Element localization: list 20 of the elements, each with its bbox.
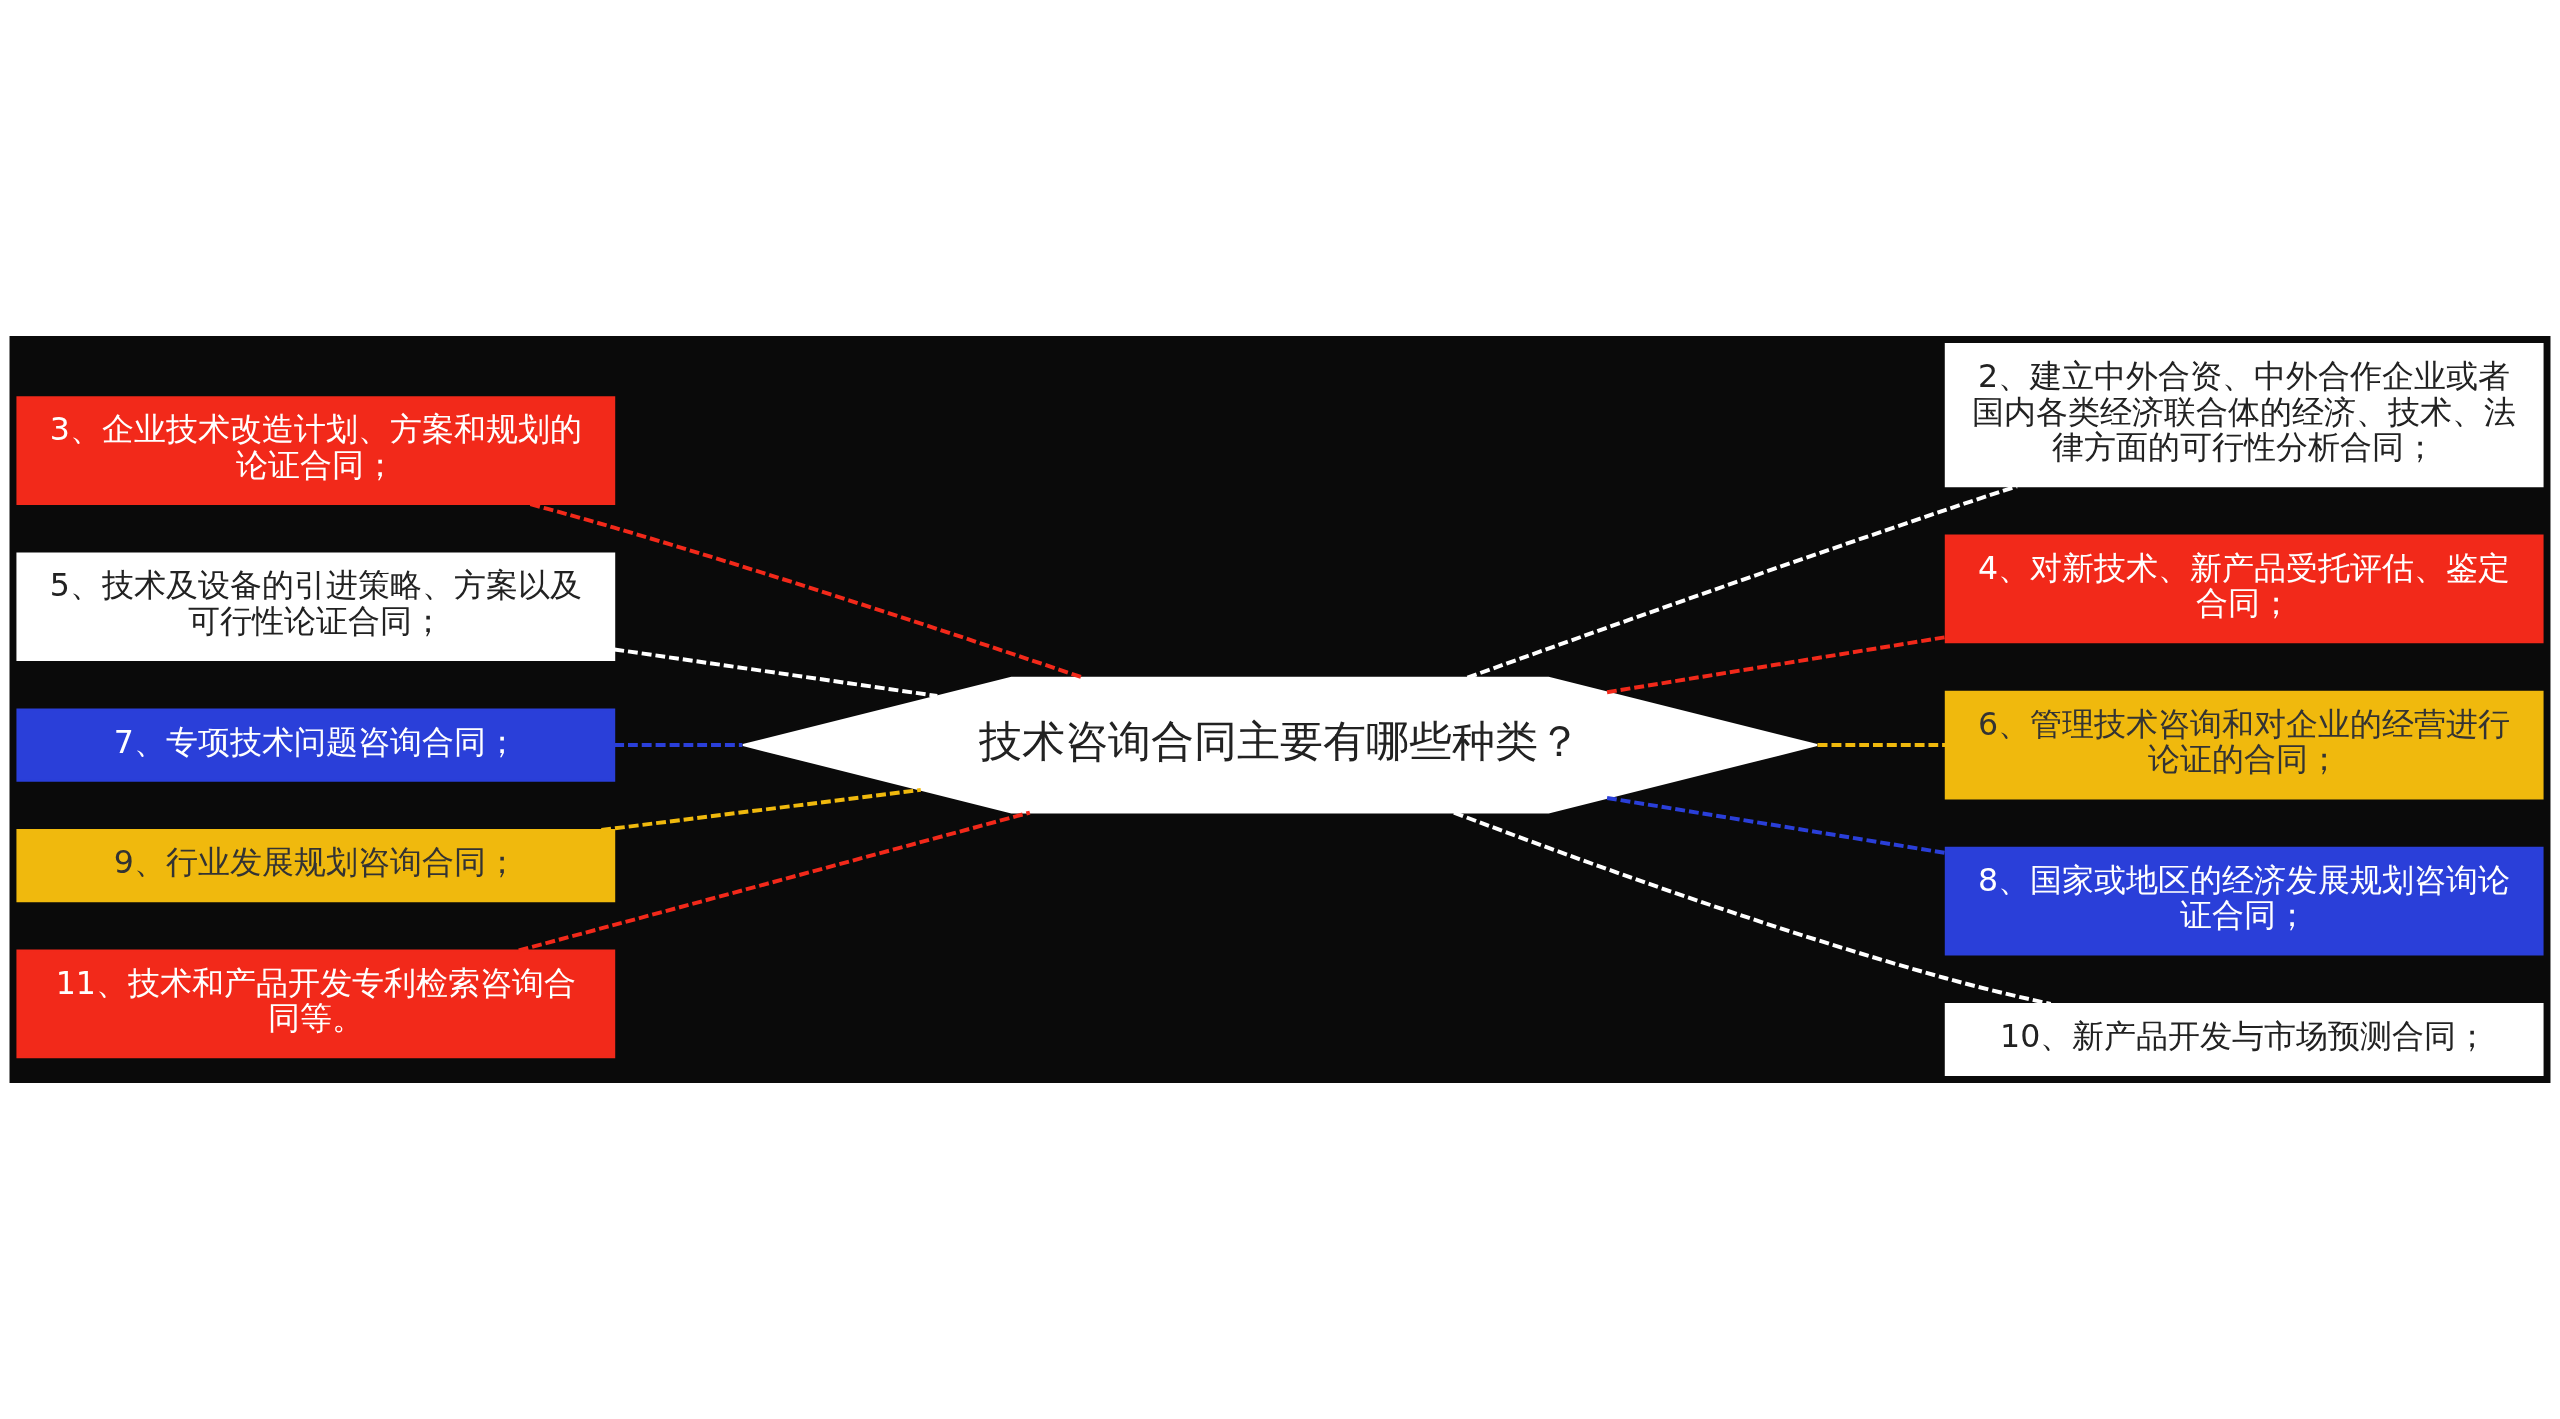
node-box: 2、建立中外合资、中外合作企业或者国内各类经济联合体的经济、技术、法律方面的可行性分析合同；	[1944, 342, 2544, 488]
node-box: 9、行业发展规划咨询合同；	[16, 829, 616, 903]
connector	[1817, 743, 1946, 748]
connector	[1453, 810, 2052, 1006]
node-box: 7、专项技术问题咨询合同；	[16, 708, 616, 782]
node-box: 10、新产品开发与市场预测合同；	[1944, 1002, 2544, 1077]
connector	[529, 502, 1084, 680]
node-box: 8、国家或地区的经济发展规划咨询论证合同；	[1944, 846, 2544, 956]
connector	[1606, 796, 1947, 855]
node-box: 6、管理技术咨询和对企业的经营进行论证的合同；	[1944, 690, 2544, 800]
connector	[518, 810, 1031, 953]
node-box: 3、企业技术改造计划、方案和规划的论证合同；	[16, 396, 616, 505]
node-box: 4、对新技术、新产品受托评估、鉴定合同；	[1944, 534, 2544, 644]
node-box: 11、技术和产品开发专利检索咨询合同等。	[16, 949, 616, 1059]
connector	[614, 743, 743, 748]
node-box: 5、技术及设备的引进策略、方案以及可行性论证合同；	[16, 552, 616, 662]
connector	[1606, 635, 1947, 695]
connector	[614, 647, 938, 698]
connector	[1466, 484, 2018, 680]
connector	[601, 787, 922, 832]
